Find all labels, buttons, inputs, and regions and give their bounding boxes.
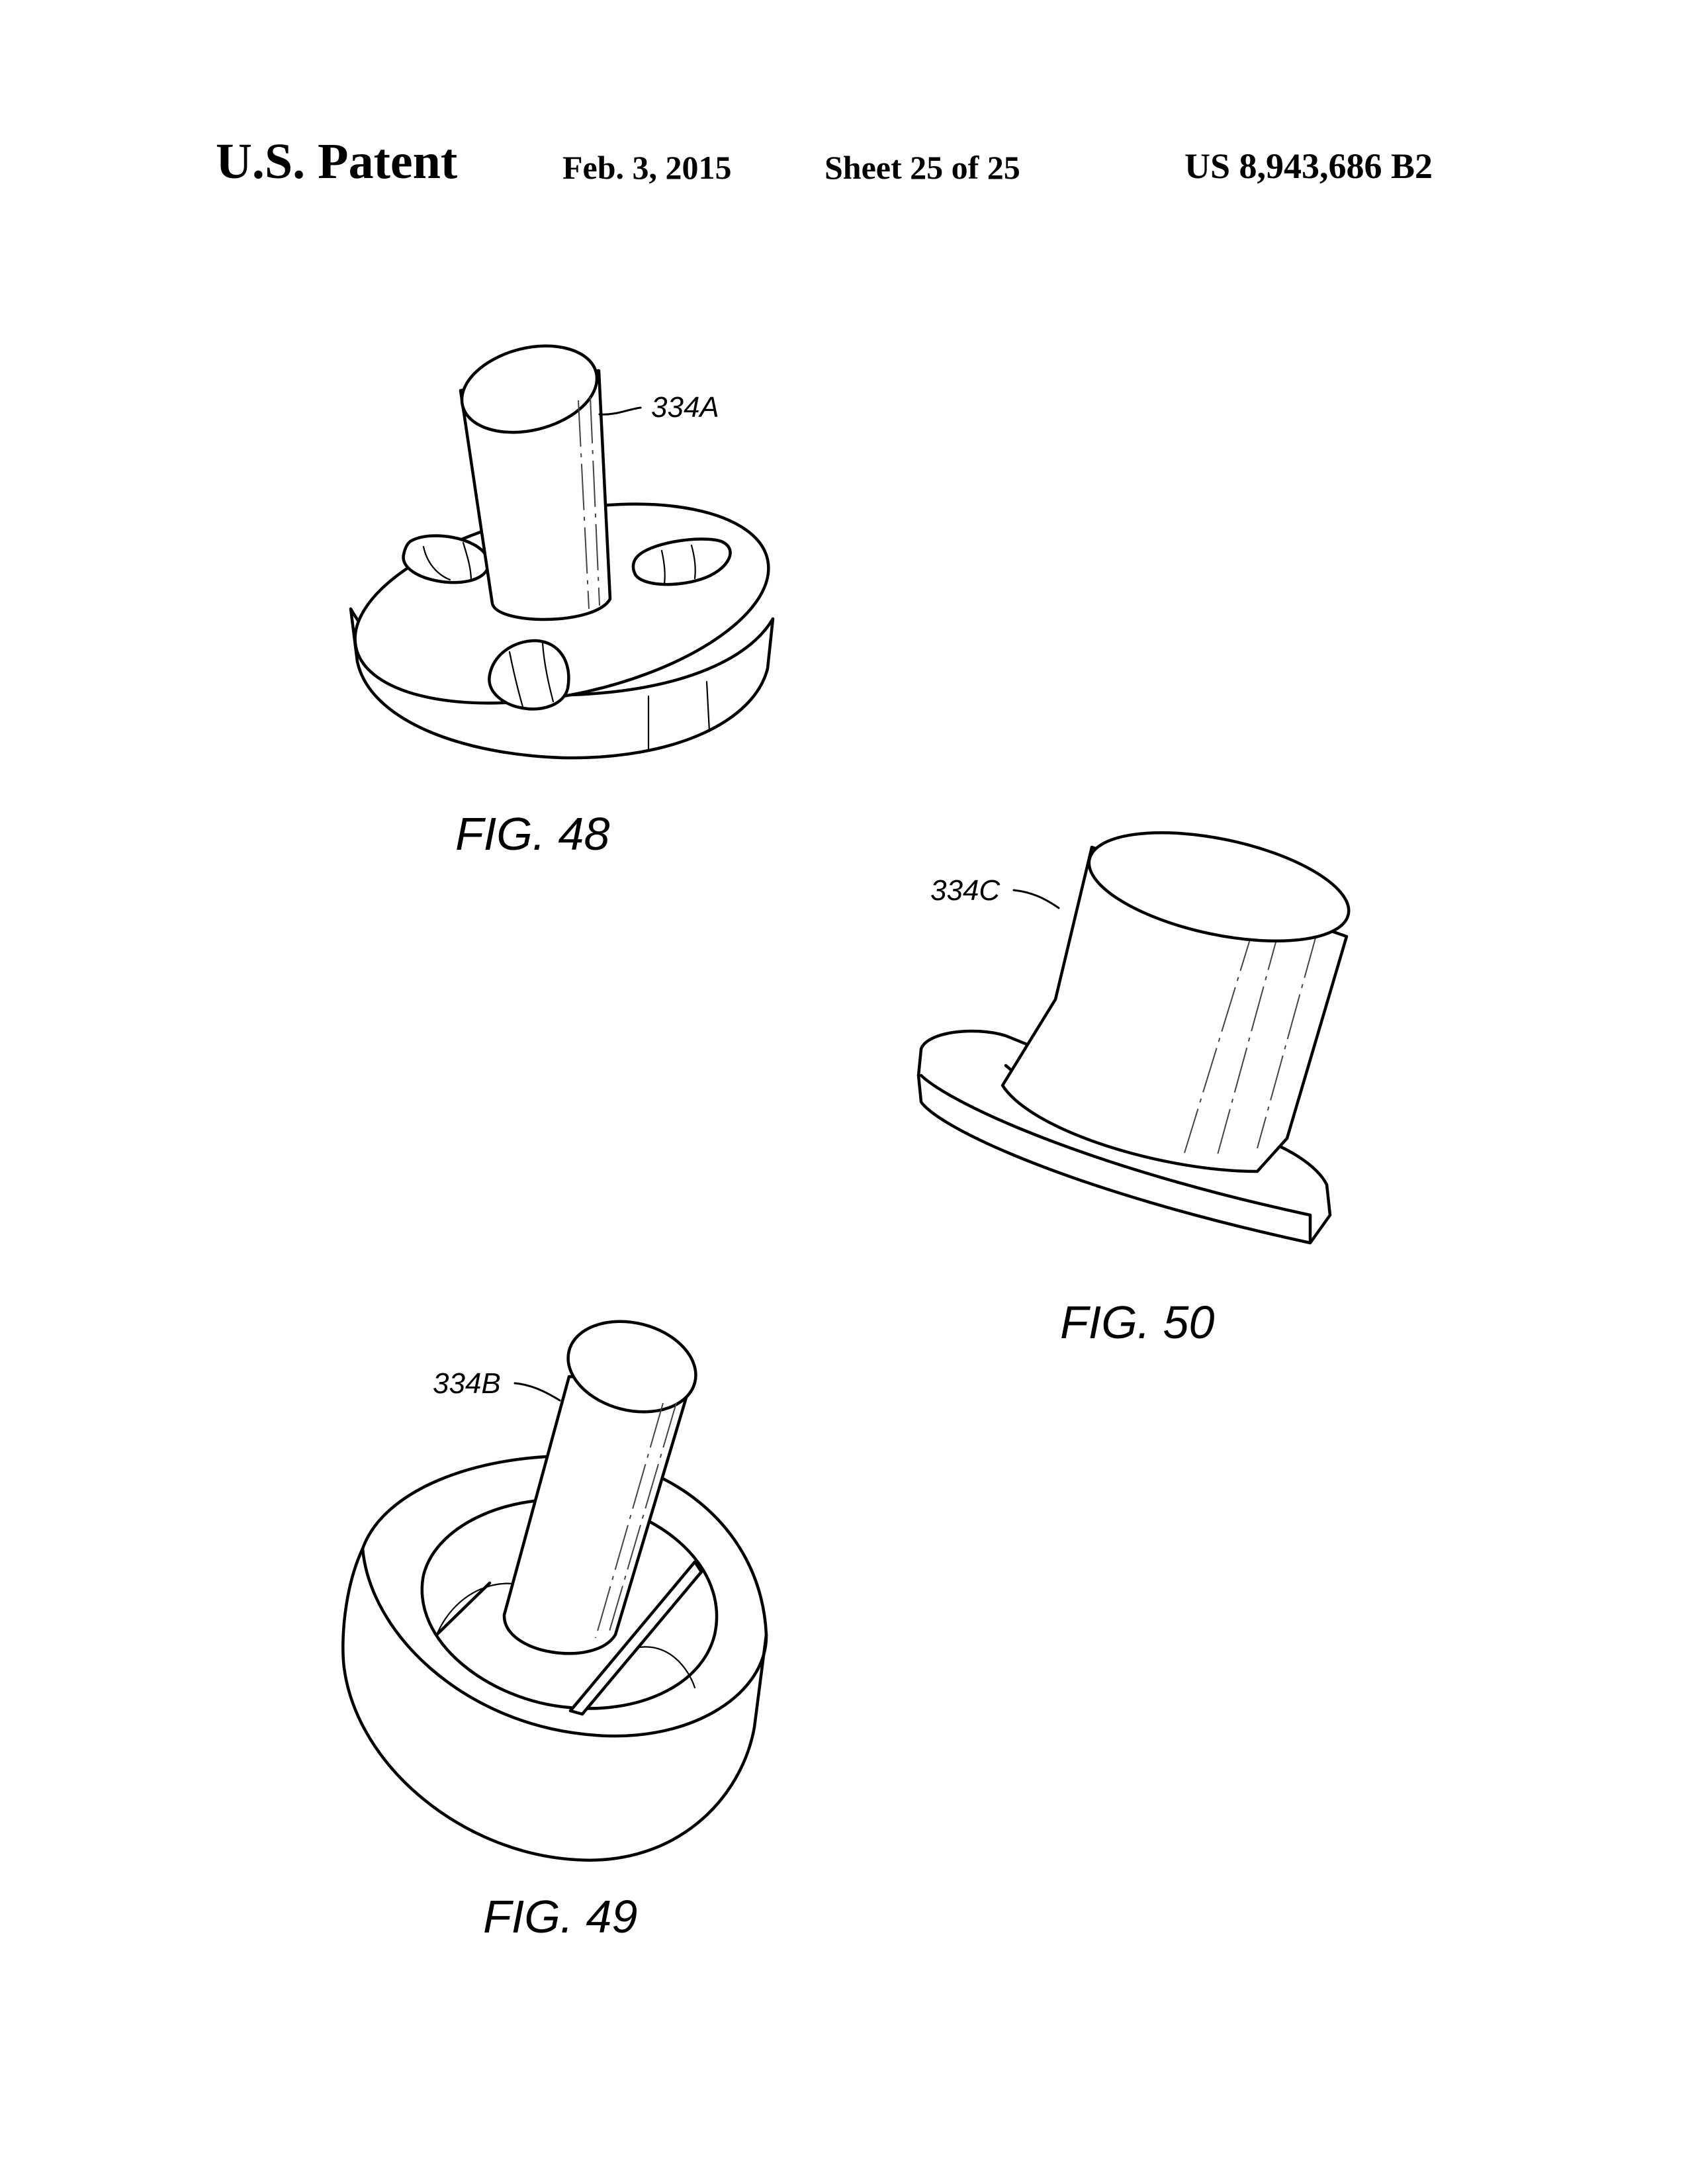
fig-50-drawing: 334C FIG. 50 [918, 813, 1359, 1348]
fig-48-caption: FIG. 48 [455, 808, 609, 860]
fig-49-drawing: 334B FIG. 49 [343, 1308, 766, 1942]
fig-50-leader-line [1014, 890, 1059, 908]
fig-48-drawing: 334A FIG. 48 [337, 333, 786, 860]
fig-48-reference-label: 334A [651, 391, 719, 424]
fig-49-caption: FIG. 49 [483, 1891, 637, 1942]
fig-49-leader-line [515, 1383, 560, 1400]
fig-48-leader-line [600, 408, 641, 414]
fig-50-reference-label: 334C [930, 874, 1001, 907]
fig-50-caption: FIG. 50 [1060, 1297, 1214, 1348]
fig-49-reference-label: 334B [433, 1367, 501, 1400]
